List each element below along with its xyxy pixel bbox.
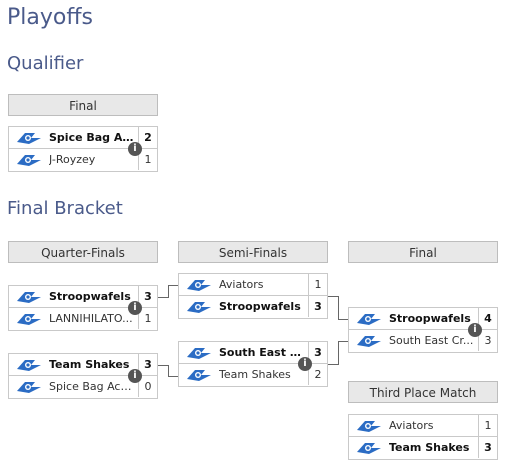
rocket-league-logo-icon bbox=[17, 382, 41, 393]
team-row[interactable]: Team Shakes 2 bbox=[178, 364, 328, 387]
rocket-league-logo-icon bbox=[357, 443, 381, 454]
team-name: South East Cr... bbox=[389, 334, 474, 347]
rocket-league-logo-icon bbox=[17, 360, 41, 371]
team-row[interactable]: Team Shakes 3 bbox=[348, 437, 498, 460]
info-icon[interactable]: i bbox=[298, 357, 312, 371]
team-score: 1 bbox=[138, 308, 157, 329]
rocket-league-logo-icon bbox=[187, 302, 211, 313]
page-title: Playoffs bbox=[7, 5, 93, 30]
round-header-quarter-finals: Quarter-Finals bbox=[8, 241, 158, 263]
team-row[interactable]: Stroopwafels 3 bbox=[8, 285, 158, 308]
match-quarter-final-1: Stroopwafels 3 LANNIHILATO... 1 i bbox=[8, 285, 158, 331]
qualifier-heading: Qualifier bbox=[7, 53, 84, 74]
team-name: Spice Bag Ac... bbox=[49, 131, 134, 144]
rocket-league-logo-icon bbox=[17, 155, 41, 166]
team-name: Aviators bbox=[219, 278, 264, 291]
team-row[interactable]: J-Royzey 1 bbox=[8, 149, 158, 172]
connector-line bbox=[328, 296, 338, 297]
team-row[interactable]: South East C... 3 bbox=[178, 341, 328, 364]
round-header-qualifier-final: Final bbox=[8, 94, 158, 116]
match-semi-final-2: South East C... 3 Team Shakes 2 i bbox=[178, 341, 328, 387]
team-score: 3 bbox=[308, 296, 327, 317]
match-semi-final-1: Aviators 1 Stroopwafels 3 bbox=[178, 273, 328, 319]
connector-line bbox=[168, 285, 178, 286]
info-icon[interactable]: i bbox=[128, 142, 142, 156]
team-row[interactable]: Aviators 1 bbox=[178, 273, 328, 296]
round-header-semi-finals: Semi-Finals bbox=[178, 241, 328, 263]
team-score: 2 bbox=[138, 127, 157, 148]
team-name: Stroopwafels bbox=[389, 312, 471, 325]
team-name: J-Royzey bbox=[49, 153, 96, 166]
team-name: Stroopwafels bbox=[49, 290, 131, 303]
team-score: 3 bbox=[478, 330, 497, 351]
team-score: 2 bbox=[308, 364, 327, 385]
final-bracket-heading: Final Bracket bbox=[7, 198, 123, 219]
team-row[interactable]: Aviators 1 bbox=[348, 414, 498, 437]
team-name: South East C... bbox=[219, 346, 304, 359]
team-score: 4 bbox=[478, 308, 497, 329]
connector-line bbox=[168, 376, 178, 377]
connector-line bbox=[338, 341, 339, 365]
rocket-league-logo-icon bbox=[187, 348, 211, 359]
team-name: Team Shakes bbox=[49, 358, 130, 371]
info-icon[interactable]: i bbox=[128, 369, 142, 383]
connector-line bbox=[338, 341, 348, 342]
team-row[interactable]: Spice Bag Aca... 0 bbox=[8, 376, 158, 399]
team-row[interactable]: Team Shakes 3 bbox=[8, 353, 158, 376]
connector-line bbox=[328, 364, 338, 365]
team-score: 1 bbox=[138, 149, 157, 170]
rocket-league-logo-icon bbox=[17, 314, 41, 325]
rocket-league-logo-icon bbox=[187, 280, 211, 291]
rocket-league-logo-icon bbox=[357, 336, 381, 347]
match-quarter-final-2: Team Shakes 3 Spice Bag Aca... 0 i bbox=[8, 353, 158, 399]
team-score: 1 bbox=[308, 274, 327, 295]
rocket-league-logo-icon bbox=[357, 421, 381, 432]
connector-line bbox=[158, 365, 168, 366]
info-icon[interactable]: i bbox=[468, 323, 482, 337]
team-row[interactable]: Spice Bag Ac... 2 bbox=[8, 126, 158, 149]
team-row[interactable]: Stroopwafels 4 bbox=[348, 307, 498, 330]
round-header-final: Final bbox=[348, 241, 498, 263]
rocket-league-logo-icon bbox=[357, 314, 381, 325]
rocket-league-logo-icon bbox=[187, 370, 211, 381]
rocket-league-logo-icon bbox=[17, 133, 41, 144]
connector-line bbox=[338, 296, 339, 319]
team-row[interactable]: South East Cr... 3 bbox=[348, 330, 498, 353]
rocket-league-logo-icon bbox=[17, 292, 41, 303]
match-third-place: Aviators 1 Team Shakes 3 bbox=[348, 414, 498, 460]
team-score: 3 bbox=[478, 437, 497, 458]
team-name: Spice Bag Aca... bbox=[49, 380, 134, 393]
team-row[interactable]: LANNIHILATO... 1 bbox=[8, 308, 158, 331]
connector-line bbox=[168, 365, 169, 376]
info-icon[interactable]: i bbox=[128, 301, 142, 315]
team-score: 3 bbox=[138, 286, 157, 307]
team-name: Stroopwafels bbox=[219, 300, 301, 313]
match-final: Stroopwafels 4 South East Cr... 3 i bbox=[348, 307, 498, 353]
team-score: 1 bbox=[478, 415, 497, 436]
connector-line bbox=[158, 297, 168, 298]
team-name: LANNIHILATO... bbox=[49, 312, 133, 325]
team-name: Aviators bbox=[389, 419, 434, 432]
team-name: Team Shakes bbox=[389, 441, 470, 454]
match-qualifier-final: Spice Bag Ac... 2 J-Royzey 1 i bbox=[8, 126, 158, 172]
connector-line bbox=[338, 319, 348, 320]
team-score: 3 bbox=[308, 342, 327, 363]
team-row[interactable]: Stroopwafels 3 bbox=[178, 296, 328, 319]
round-header-third-place: Third Place Match bbox=[348, 381, 498, 403]
connector-line bbox=[168, 285, 169, 298]
team-name: Team Shakes bbox=[219, 368, 291, 381]
team-score: 0 bbox=[138, 376, 157, 397]
team-score: 3 bbox=[138, 354, 157, 375]
